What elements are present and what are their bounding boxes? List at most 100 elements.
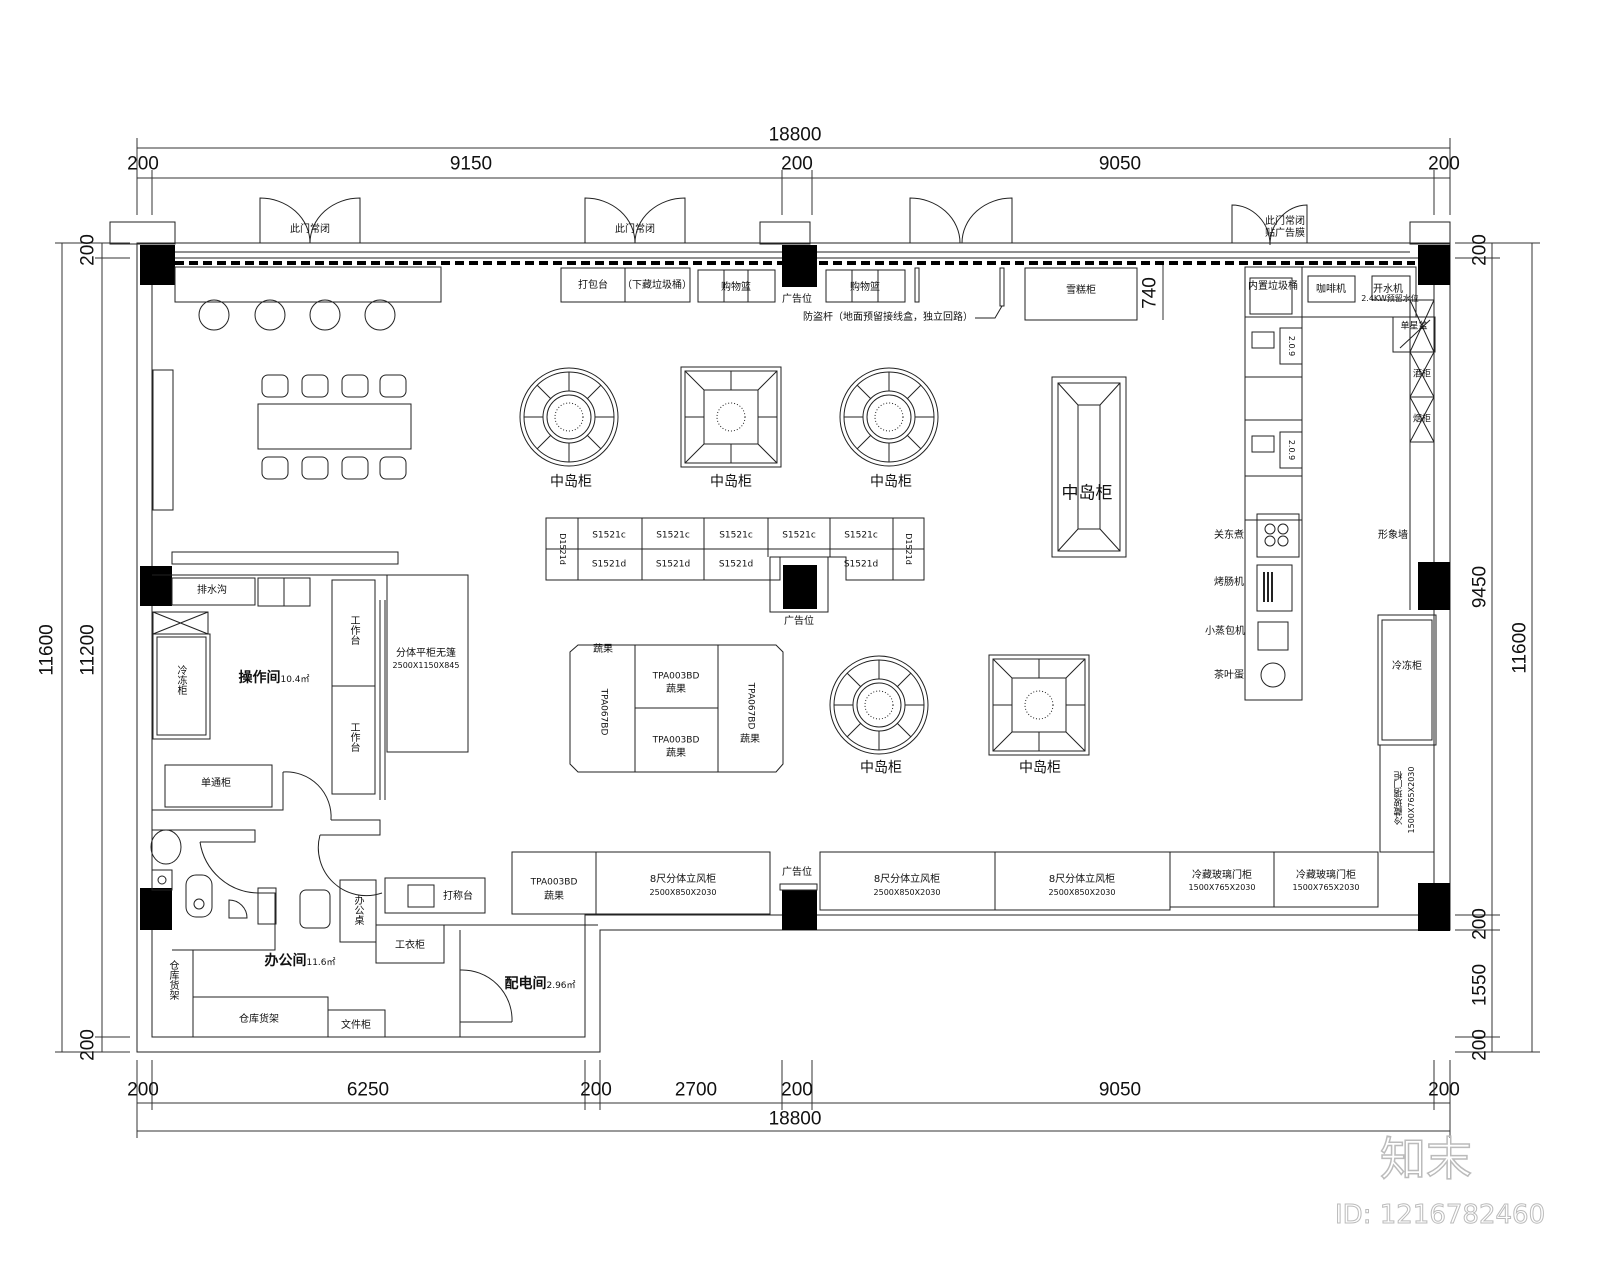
freezer-label: 冷冻柜	[175, 665, 186, 695]
wine-cabinet-label: 酒柜	[1412, 369, 1432, 380]
dim-right: 200	[1469, 1029, 1491, 1061]
sink-label: 单星盆	[1400, 321, 1428, 332]
veg-code: TPA067BD	[745, 682, 756, 730]
dim-bottom: 9050	[1098, 1079, 1142, 1101]
steamer-label: 小蒸包机	[1205, 626, 1245, 637]
entrance-doors	[259, 197, 1308, 246]
split-flat-size: 2500X1150X845	[392, 661, 460, 670]
round-island	[519, 367, 619, 467]
dim-left-end: 200	[77, 234, 99, 266]
ad-spot-label: 广告位	[782, 867, 812, 878]
ice-cream-label: 雪糕柜	[1066, 285, 1096, 296]
veg-label: 蔬果	[666, 748, 686, 759]
watermark-id: ID: 1216782460	[1334, 1200, 1546, 1231]
veg-label: 蔬果	[544, 891, 564, 902]
square-island	[988, 654, 1090, 756]
watermark-logo: 知末	[1379, 1131, 1473, 1187]
fridge-vertical-size: 1500X765X2030	[1407, 766, 1416, 834]
fridge-size: 1500X765X2030	[1188, 883, 1256, 892]
shelf-end-label: D1521d	[904, 533, 913, 565]
door-label: 此门常闭	[1265, 216, 1305, 227]
dim-top: 9150	[449, 153, 493, 175]
dim-left-inner: 11200	[77, 624, 99, 676]
basket-label: 购物篮	[850, 282, 880, 293]
split-flat-label: 分体平柜无篷	[396, 648, 456, 659]
structural-columns	[140, 245, 1450, 931]
shelf-label: S1521d	[718, 559, 754, 570]
water-boiler-power: 2.4KW预留水位	[1361, 294, 1419, 303]
fridge-label: 冷藏玻璃门柜	[1192, 870, 1252, 881]
back-of-house-walls	[150, 551, 598, 1038]
dim-right-total: 11600	[1509, 622, 1531, 674]
dim-top: 200	[127, 153, 159, 175]
island-label: 中岛柜	[870, 474, 912, 490]
op-room-label: 操作间10.4㎡	[238, 671, 309, 685]
island-label: 中岛柜	[1061, 483, 1113, 504]
dim-right: 9450	[1469, 565, 1491, 609]
tobacco-cabinet-label: 烟柜	[1412, 414, 1432, 425]
fridge-vertical-label: 冷藏玻璃门柜	[1394, 771, 1405, 825]
power-room-name: 配电间	[504, 976, 547, 992]
image-wall-label: 形象墙	[1378, 530, 1408, 541]
square-island	[680, 366, 782, 468]
freezer-label: 冷冻柜	[1392, 661, 1422, 672]
coffee-label: 咖啡机	[1316, 284, 1346, 295]
sausage-label: 烤肠机	[1214, 577, 1244, 588]
dim-top: 200	[781, 153, 813, 175]
warehouse-shelf-label: 仓库货架	[167, 960, 178, 1000]
dim-bottom-total: 18800	[768, 1108, 822, 1130]
upright-size: 2500X850X2030	[649, 888, 717, 897]
packing-table-label: 打包台	[578, 280, 608, 291]
pos-label: 2.0.9	[1287, 439, 1296, 461]
veg-code: TPA067BD	[598, 688, 609, 736]
door-label: 贴广告膜	[1265, 228, 1305, 239]
upright-label: 8尺分体立风柜	[649, 874, 717, 885]
workbench-label: 工作台	[348, 722, 359, 752]
plant-dots	[554, 402, 1054, 720]
island-label: 中岛柜	[710, 474, 752, 490]
op-room-name: 操作间	[238, 670, 281, 686]
watermark-brand-text: 知末	[1380, 1132, 1472, 1186]
dim-bottom: 2700	[674, 1079, 718, 1101]
shelf-label: S1521c	[782, 530, 816, 541]
shelf-label: S1521d	[843, 559, 879, 570]
water-boiler-label: 开水机	[1373, 284, 1403, 295]
island-displays	[519, 366, 1127, 756]
dimension-lines	[55, 138, 1540, 1138]
file-cab-label: 文件柜	[341, 1020, 371, 1031]
power-room-label: 配电间2.96㎡	[504, 977, 575, 991]
shelf-label: S1521c	[656, 530, 690, 541]
veg-code: TPA003BD	[652, 671, 700, 682]
upright-label: 8尺分体立风柜	[1048, 874, 1116, 885]
service-counter	[1244, 266, 1437, 853]
dim-right: 200	[1469, 908, 1491, 940]
gondola-shelves	[545, 517, 925, 773]
shelf-label: S1521c	[844, 530, 878, 541]
shelf-label: S1521d	[655, 559, 691, 570]
dim-left-total: 11600	[36, 624, 58, 676]
wall-cabinets	[511, 851, 1379, 915]
island-label: 中岛柜	[1019, 760, 1061, 776]
upright-label: 8尺分体立风柜	[873, 874, 941, 885]
dim-right: 200	[1469, 234, 1491, 266]
door-label: 此门常闭	[615, 224, 655, 235]
dim-counter-depth: 740	[1139, 277, 1161, 309]
dim-bottom: 200	[1428, 1079, 1460, 1101]
anti-theft-label: 防盗杆（地面预留接线盒，独立回路）	[803, 312, 973, 323]
office-name: 办公间	[264, 953, 307, 969]
upright-size: 2500X850X2030	[1048, 888, 1116, 897]
fridge-label: 冷藏玻璃门柜	[1296, 870, 1356, 881]
ad-spot-label: 广告位	[782, 294, 812, 305]
veg-code: TPA003BD	[652, 735, 700, 746]
door-label: 此门常闭	[290, 224, 330, 235]
uniform-cab-label: 工衣柜	[395, 940, 425, 951]
veg-label: 蔬果	[666, 684, 686, 695]
bin-label: 内置垃圾桶	[1248, 281, 1298, 292]
scale-table-label: 打称台	[443, 891, 473, 902]
oden-label: 关东煮	[1214, 530, 1244, 541]
round-island	[839, 367, 939, 467]
upright-size: 2500X850X2030	[873, 888, 941, 897]
veg-label: 蔬果	[740, 734, 760, 745]
dim-top-total: 18800	[768, 124, 822, 146]
